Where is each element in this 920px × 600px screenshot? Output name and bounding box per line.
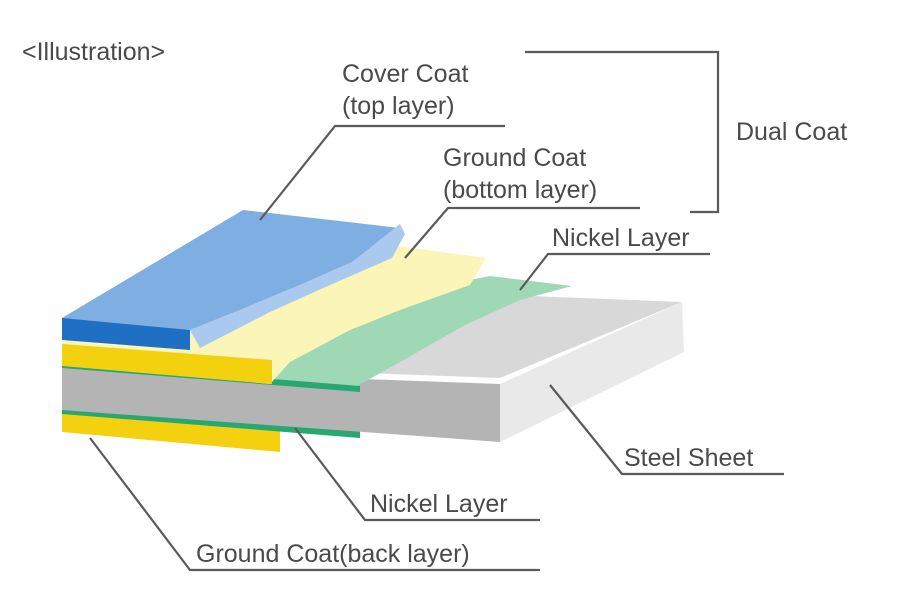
leader-nickel-top <box>519 252 710 291</box>
steel-sheet-label: Steel Sheet <box>624 444 753 472</box>
leader-ground-coat <box>404 206 640 259</box>
dual-coat-label: Dual Coat <box>736 118 847 146</box>
steel-sheet-side <box>500 302 684 442</box>
cover-coat-label-line2: (top layer) <box>342 92 455 120</box>
ground-coat-label-line1: Ground Coat <box>443 144 586 172</box>
ground-coat-top <box>62 245 486 384</box>
leader-nickel-bottom <box>294 427 540 522</box>
ground-coat-label-line2: (bottom layer) <box>443 176 597 204</box>
nickel-layer-bottom-label: Nickel Layer <box>370 490 508 518</box>
illustration-heading: <Illustration> <box>22 38 165 66</box>
leader-cover-coat <box>259 124 505 221</box>
cover-coat-label-line1: Cover Coat <box>342 60 468 88</box>
nickel-layer-top-label: Nickel Layer <box>552 224 690 252</box>
leader-ground-back <box>89 437 540 572</box>
dual-coat-bracket <box>525 50 720 214</box>
cover-coat-top <box>62 210 400 330</box>
ground-coat-back-front <box>62 412 280 452</box>
leader-steel-sheet <box>549 384 784 476</box>
ground-coat-back-label: Ground Coat(back layer) <box>196 540 470 568</box>
steel-sheet-front <box>62 368 500 442</box>
ground-coat-front <box>62 344 272 384</box>
cover-coat-edge <box>190 224 405 348</box>
cover-coat-front <box>62 318 190 350</box>
